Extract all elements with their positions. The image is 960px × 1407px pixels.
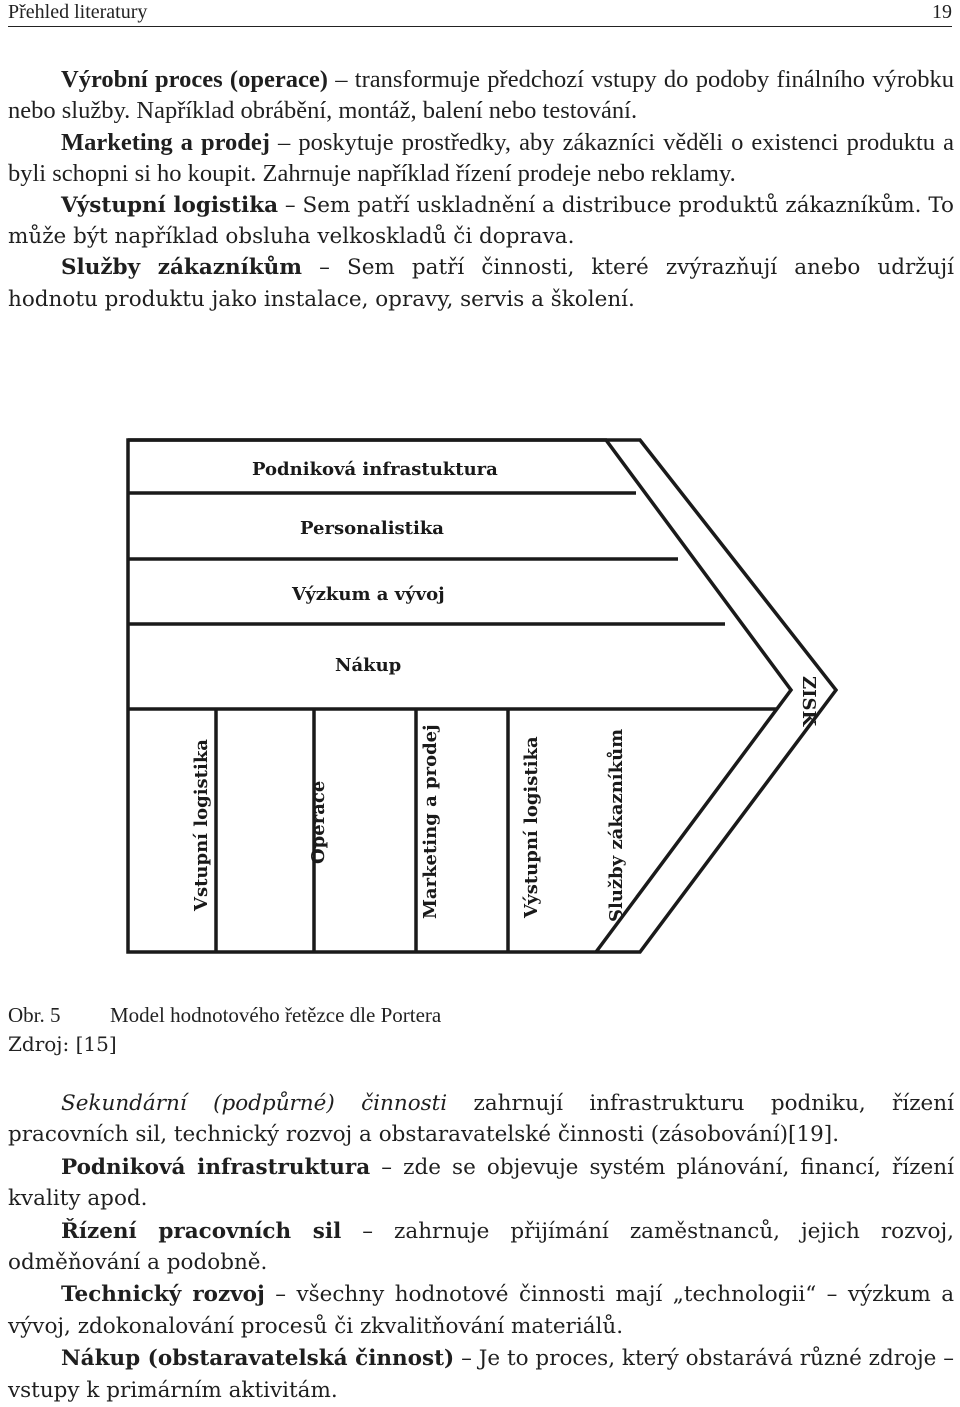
support-label-procurement: Nákup [335, 655, 401, 676]
figure-title: Model hodnotového řetězce dle Portera [110, 1003, 442, 1027]
support-label-rnd: Výzkum a vývoj [291, 584, 445, 605]
header-title: Přehled literatury [8, 1, 148, 23]
bottom-text-block: Sekundární (podpůrné) činnosti zahrnují … [8, 1088, 954, 1407]
paragraph-vyrobni-proces: Výrobní proces (operace) – transformuje … [8, 66, 954, 125]
figure-source: Zdroj: [15] [8, 1032, 117, 1056]
definition: zahrnují infrastrukturu podniku, řízení … [8, 1091, 954, 1148]
margin-label: ZISK [798, 676, 819, 728]
term: Podniková infrastruktura [61, 1154, 371, 1180]
primary-label-outbound: Výstupní logistika [521, 736, 542, 919]
paragraph-marketing: Marketing a prodej – poskytuje prostředk… [8, 128, 955, 188]
top-text-block: Výrobní proces (operace) – transformuje … [8, 64, 954, 315]
term: Technický rozvoj [61, 1282, 265, 1308]
primary-label-operations: Operace [308, 781, 329, 864]
term: Výstupní logistika [61, 192, 279, 218]
paragraph-nakup: Nákup (obstaravatelská činnost) – Je to … [8, 1346, 955, 1403]
value-chain-diagram: Podniková infrastuktura Personalistika V… [126, 438, 838, 954]
paragraph-vystupni-logistika: Výstupní logistika – Sem patří uskladněn… [8, 192, 954, 250]
support-label-infrastructure: Podniková infrastuktura [252, 459, 498, 480]
paragraph-technicky-rozvoj: Technický rozvoj – všechny hodnotové čin… [8, 1282, 955, 1339]
term: Nákup (obstaravatelská činnost) [61, 1346, 455, 1372]
definition: poskytuje prostředky, aby zákazníci vědě… [8, 128, 955, 188]
definition: Sem patří činnosti, které zvýrazňují ane… [8, 255, 955, 312]
definition: všechny hodnotové činnosti mají „technol… [8, 1282, 955, 1339]
term: Výrobní proces (operace) [61, 66, 328, 93]
paragraph-sluzby: Služby zákazníkům – Sem patří činnosti, … [8, 255, 955, 312]
definition: zde se objevuje systém plánování, financ… [8, 1154, 954, 1212]
term: Řízení pracovních sil [61, 1218, 342, 1244]
definition: Sem patří uskladnění a distribuce produk… [8, 192, 954, 250]
figure-number: Obr. 5 [8, 1003, 61, 1027]
paragraph-pracovni-sily: Řízení pracovních sil – zahrnuje přijímá… [8, 1218, 954, 1276]
page-number: 19 [932, 1, 952, 23]
paragraph-infrastruktura: Podniková infrastruktura – zde se objevu… [8, 1154, 954, 1212]
term: Marketing a prodej [61, 128, 270, 156]
term: Sekundární (podpůrné) činnosti [61, 1091, 448, 1116]
paragraph-sekundarni: Sekundární (podpůrné) činnosti zahrnují … [8, 1088, 954, 1151]
primary-label-inbound: Vstupní logistika [191, 739, 212, 912]
outer-chevron [126, 438, 838, 954]
page-header: Přehled literatury 19 [8, 0, 952, 27]
term: Služby zákazníkům [61, 255, 303, 281]
primary-label-marketing: Marketing a prodej [420, 724, 441, 919]
inner-chevron [128, 438, 794, 954]
definition: transformuje předchozí vstupy do podoby … [8, 66, 954, 125]
support-label-hr: Personalistika [300, 518, 444, 539]
primary-label-service: Služby zákazníkům [605, 729, 627, 922]
definition: Je to proces, který obstarává různé zdro… [8, 1346, 955, 1403]
definition: zahrnuje přijímání zaměstnanců, jejich r… [8, 1218, 954, 1276]
